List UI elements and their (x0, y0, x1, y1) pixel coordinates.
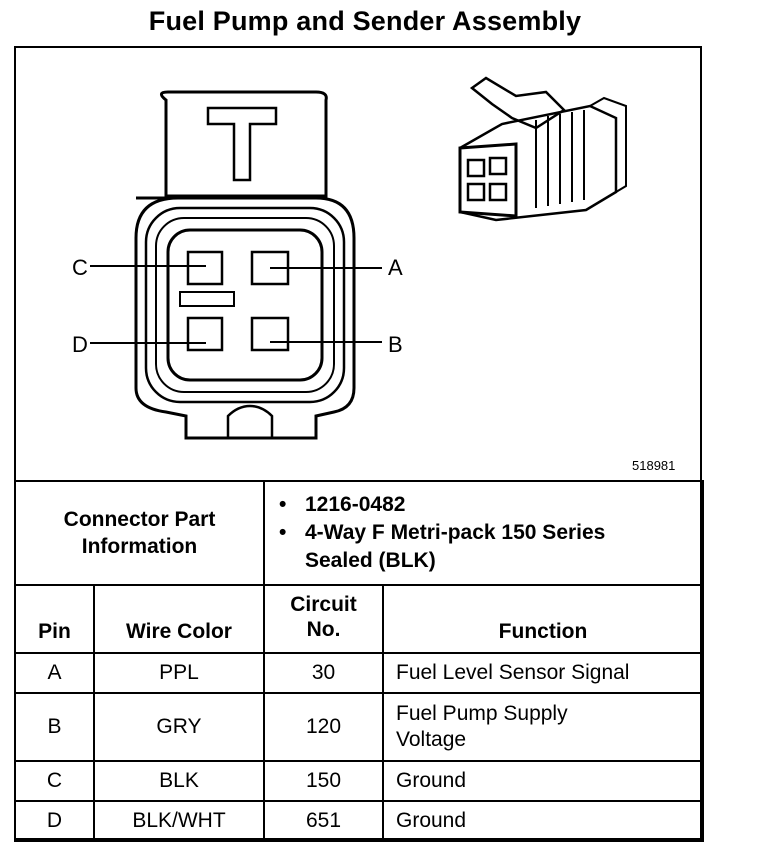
cell-wire-color: PPL (93, 652, 265, 694)
pin-label-c: C (72, 255, 88, 280)
connector-type: 4-Way F Metri-pack 150 Series Sealed (BL… (279, 519, 702, 575)
connector-face-view (90, 90, 382, 440)
header-function: Function (381, 584, 705, 654)
iso-front-face (458, 142, 518, 218)
cell-function-line1: Fuel Pump Supply (396, 702, 568, 725)
cell-function: Ground (381, 760, 705, 802)
cell-circuit: 30 (263, 652, 384, 694)
header-circuit-line2: No. (306, 618, 341, 641)
cell-circuit: 120 (263, 692, 384, 762)
cell-function: Ground (381, 800, 705, 842)
iso-latch (469, 76, 566, 130)
table-row: A PPL 30 Fuel Level Sensor Signal (14, 652, 705, 694)
cell-function-line1: Fuel Level Sensor Signal (396, 661, 630, 684)
pin-label-b: B (388, 332, 403, 357)
header-circuit-line1: Circuit (290, 593, 357, 616)
iso-cavity-3 (466, 182, 486, 202)
table-row: C BLK 150 Ground (14, 760, 705, 802)
cell-function-line1: Ground (396, 769, 467, 792)
cell-function-line1: Ground (396, 809, 467, 832)
pin-label-d: D (72, 332, 88, 357)
connector-table: Connector Part Information 1216-0482 4-W… (14, 480, 705, 842)
iso-cavity-2 (488, 156, 508, 176)
connector-isometric-view (458, 76, 627, 222)
table-row: B GRY 120 Fuel Pump Supply Voltage (14, 692, 705, 762)
connector-info-values-cell: 1216-0482 4-Way F Metri-pack 150 Series … (262, 480, 705, 586)
iso-cavity-4 (488, 182, 508, 202)
connector-info-label: Connector Part Information (16, 506, 263, 560)
center-key-slot (179, 291, 235, 307)
connector-part-number: 1216-0482 (279, 491, 702, 519)
cell-wire-color: GRY (93, 692, 265, 762)
cell-wire-color: BLK (93, 760, 265, 802)
connector-body-ring3 (166, 228, 324, 382)
connector-type-line1: 4-Way F Metri-pack 150 Series (305, 521, 606, 544)
connector-drawing: C A D B 518981 (72, 76, 675, 473)
cell-pin: B (14, 692, 95, 762)
cell-pin: D (14, 800, 95, 842)
connector-info-label-line2: Information (81, 535, 198, 558)
connector-info-label-line1: Connector Part (63, 508, 216, 531)
header-wire-color: Wire Color (93, 584, 265, 654)
connector-info-list: 1216-0482 4-Way F Metri-pack 150 Series … (265, 491, 702, 575)
iso-cavity-1 (466, 158, 486, 178)
iso-rear (589, 96, 627, 193)
header-circuit: Circuit No. (263, 584, 384, 654)
connector-type-line2: Sealed (BLK) (305, 549, 436, 572)
cell-wire-color: BLK/WHT (93, 800, 265, 842)
table-row: D BLK/WHT 651 Ground (14, 800, 705, 842)
header-pin: Pin (14, 584, 95, 654)
connector-body-ring1 (144, 206, 346, 404)
part-number-text: 1216-0482 (305, 493, 406, 516)
pin-cavity-d (186, 316, 224, 352)
iso-ribs (535, 110, 585, 208)
cell-function-line2: Voltage (396, 728, 467, 751)
figure-number: 518981 (632, 458, 675, 473)
connector-body-outer (134, 196, 356, 440)
latch-housing (160, 90, 328, 198)
cell-function: Fuel Pump Supply Voltage (381, 692, 705, 762)
table-header-row: Pin Wire Color Circuit No. Function (14, 584, 705, 654)
connector-info-label-cell: Connector Part Information (14, 480, 265, 586)
cell-circuit: 150 (263, 760, 384, 802)
bottom-key (226, 404, 274, 438)
pin-cavity-c (186, 250, 224, 286)
cell-pin: C (14, 760, 95, 802)
connector-info-row: Connector Part Information 1216-0482 4-W… (14, 480, 705, 586)
page-title: Fuel Pump and Sender Assembly (148, 6, 582, 36)
pin-cavity-b (250, 316, 290, 352)
pin-label-a: A (388, 255, 403, 280)
connector-diagram: C A D B 518981 (16, 48, 700, 480)
cell-function: Fuel Level Sensor Signal (381, 652, 705, 694)
cell-pin: A (14, 652, 95, 694)
connector-body-ring2 (155, 217, 335, 393)
latch-tab (206, 106, 278, 182)
cell-circuit: 651 (263, 800, 384, 842)
